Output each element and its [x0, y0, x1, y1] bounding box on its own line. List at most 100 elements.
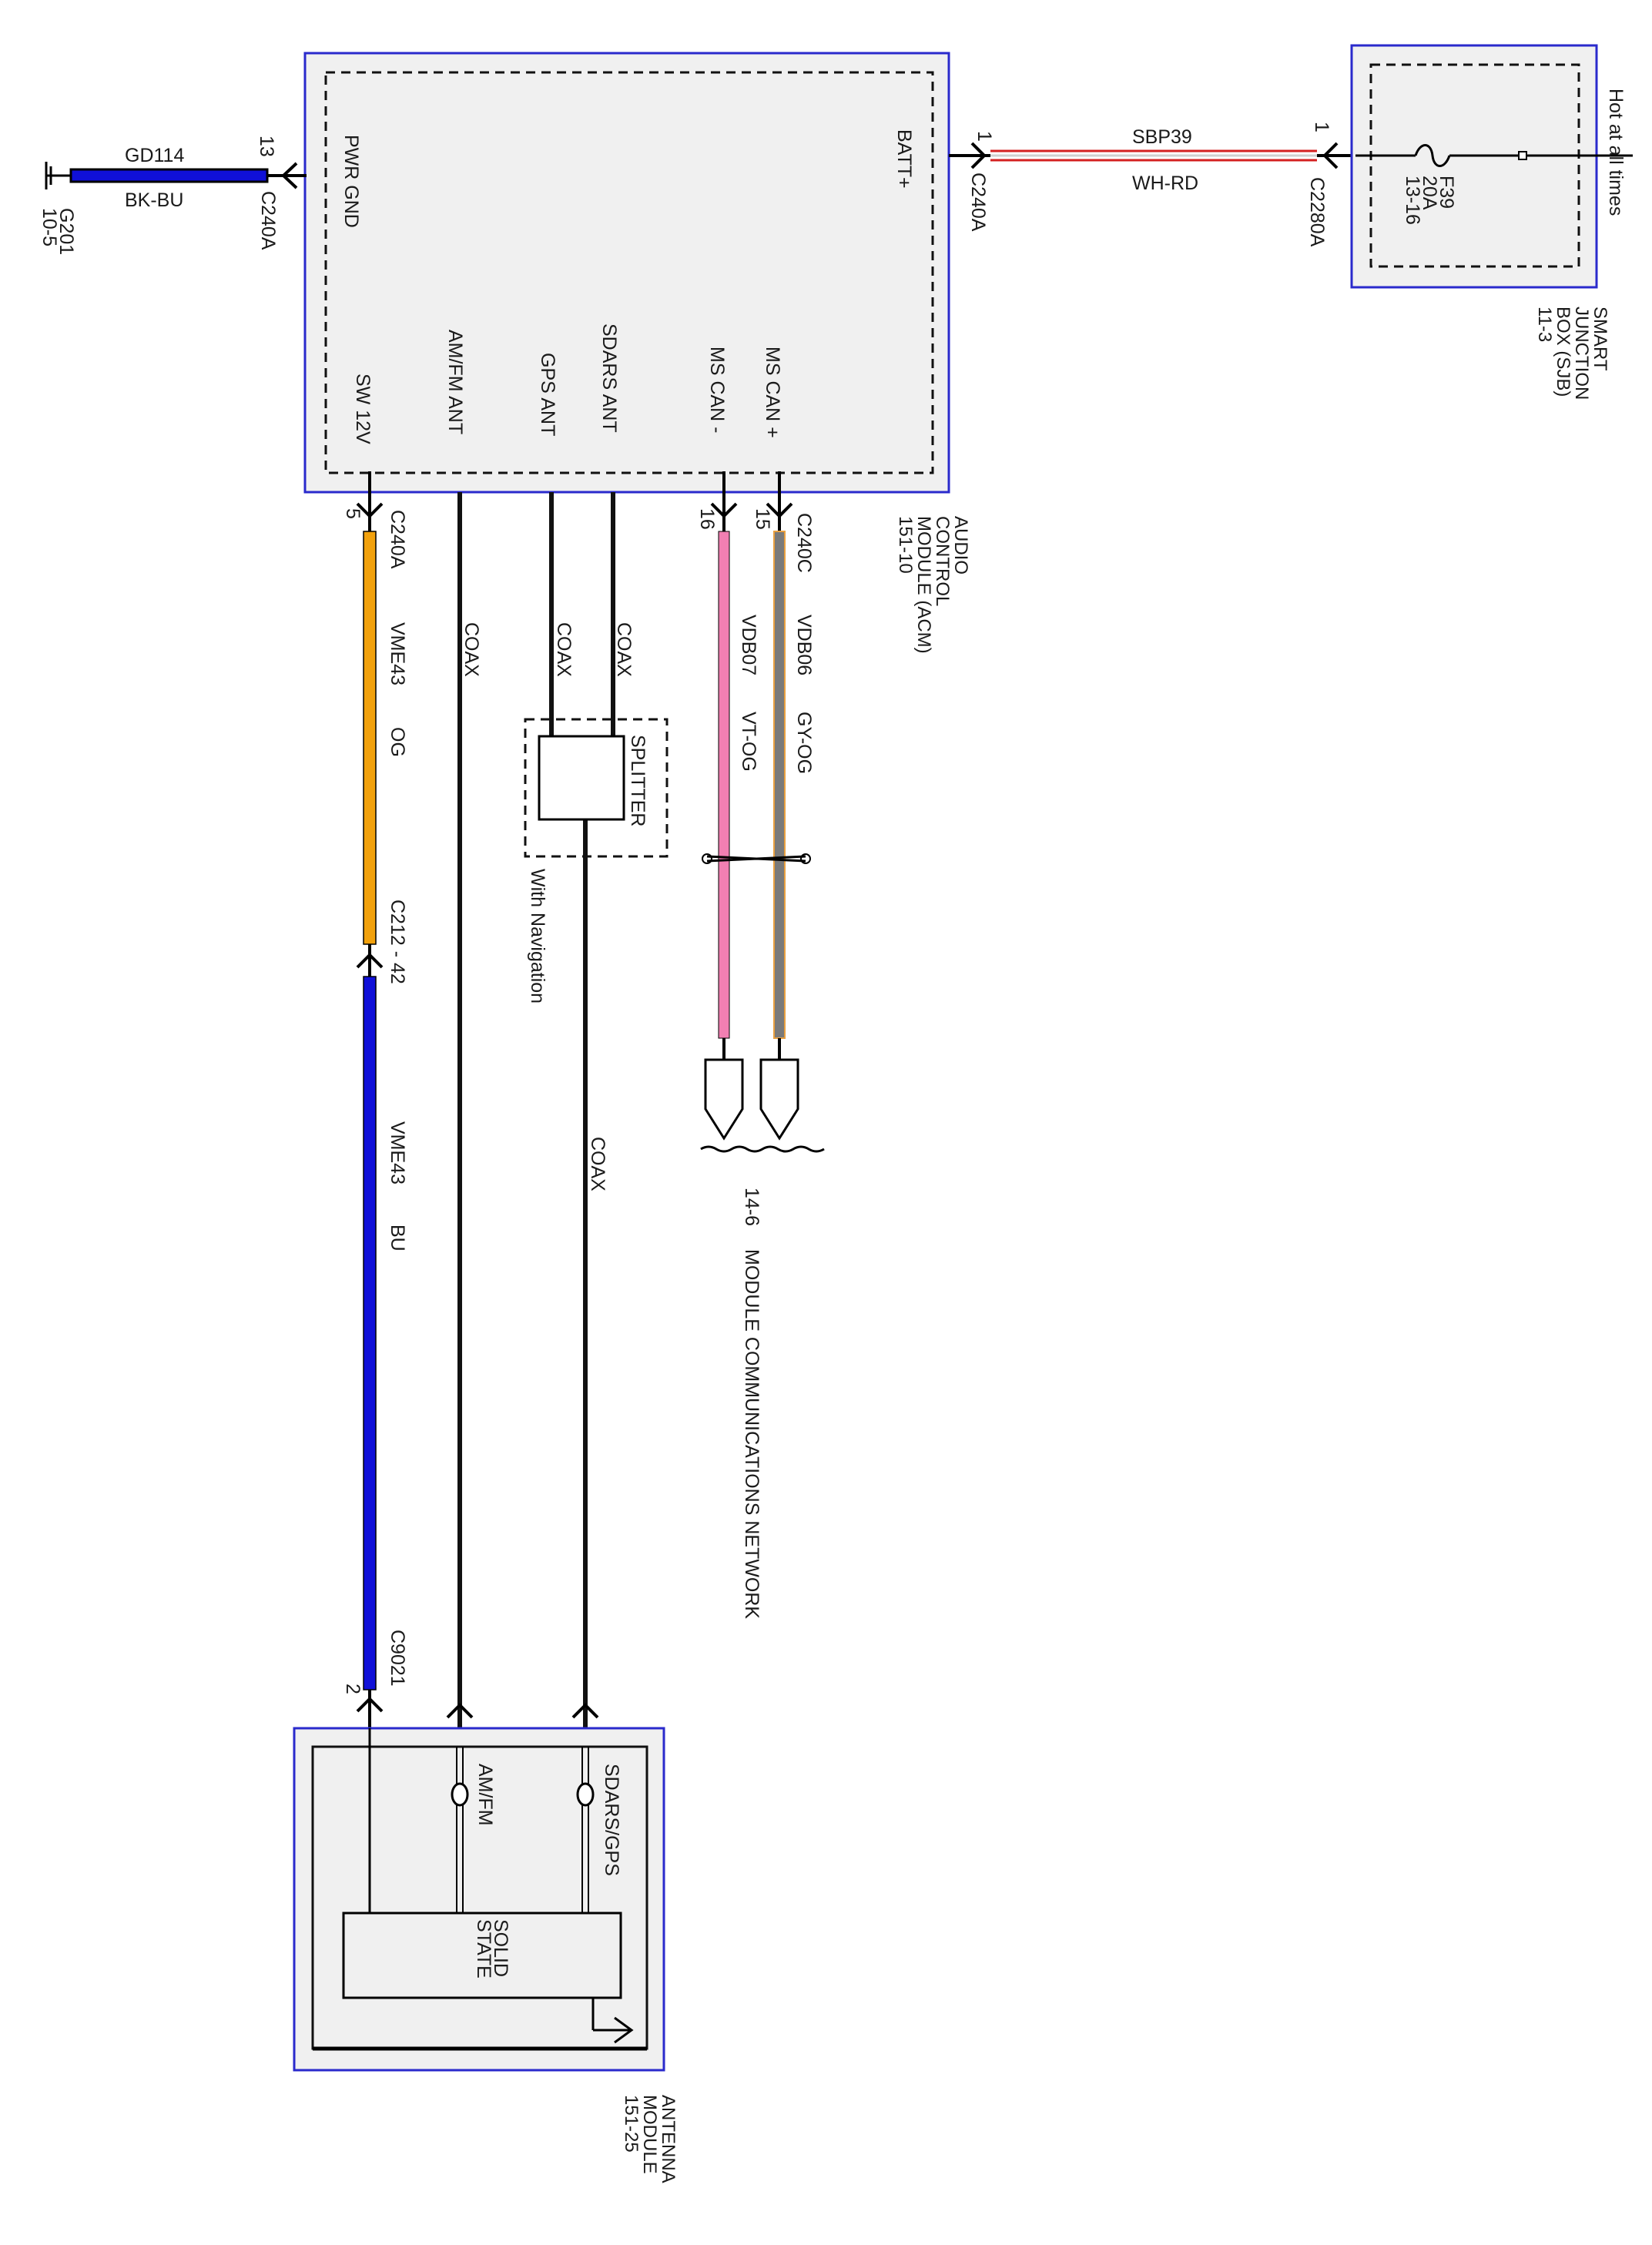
svg-text:MODULE (ACM): MODULE (ACM) — [913, 516, 934, 654]
svg-text:SMART: SMART — [1590, 307, 1610, 371]
svg-text:AUDIO: AUDIO — [950, 516, 971, 575]
batt-connector-acm-label: C240A — [967, 173, 989, 232]
sw12v-circuit-label: VME43 — [387, 622, 408, 685]
with-navigation-label: With Navigation — [527, 869, 548, 1004]
ground-color-label: BK-BU — [125, 189, 183, 211]
pin-batt-label: BATT+ — [893, 129, 915, 189]
sjb-outline — [1350, 44, 1598, 289]
can-minus-circuit-label: VDB07 — [738, 615, 759, 675]
antenna-name-label: ANTENNA MODULE 151-25 — [621, 2095, 679, 2183]
amfm-coax-connector-icon — [451, 1782, 469, 1807]
coax-sdars-arrow — [571, 1703, 599, 1719]
coax-circuits: SPLITTER With Navigation COAX COAX COAX … — [446, 492, 669, 1728]
batt-connector-sjb-label: C2280A — [1306, 177, 1328, 247]
batt-arrow-acm — [970, 142, 987, 169]
sw12v-color-label: OG — [387, 727, 408, 757]
antenna-connector-label: C9021 — [387, 1630, 408, 1687]
audio-control-module: AUDIO CONTROL MODULE (ACM) 151-10 PWR GN… — [303, 52, 971, 654]
sw12v-connector-label: C240A — [387, 510, 408, 569]
ground-connector-label: C240A — [257, 191, 279, 250]
sw12v-color2-label: BU — [387, 1225, 408, 1252]
can-plus-circuit-label: VDB06 — [793, 615, 815, 675]
wire-vme43-bu — [363, 976, 377, 1690]
coax-gps-label: COAX — [553, 622, 575, 677]
fuse-icon — [1414, 144, 1451, 167]
coax-amfm-arrow — [446, 1703, 474, 1719]
ground-wire-bk-bu — [69, 168, 269, 183]
batt-pin-acm-label: 1 — [973, 131, 995, 142]
svg-text:11-3: 11-3 — [1534, 307, 1555, 342]
can-circuits: 16 15 C240C VDB07 VT-OG VDB06 GY-OG 14-6… — [696, 471, 825, 1619]
fuse-ref-label: 13-16 — [1402, 176, 1423, 225]
ground-arrow — [281, 162, 298, 189]
can-plus-terminator — [759, 1058, 799, 1141]
inline-connector-arrow — [356, 953, 384, 969]
solid-state-label-1: SOLID — [490, 1919, 511, 1977]
acm-name-label: AUDIO CONTROL MODULE (ACM) 151-10 — [895, 516, 971, 654]
sjb-name-label: SMART JUNCTION BOX (SJB) 11-3 — [1534, 307, 1610, 400]
svg-text:BOX (SJB): BOX (SJB) — [1553, 307, 1573, 397]
pin-amfm-ant-label: AM/FM ANT — [444, 330, 466, 434]
splitter-label: SPLITTER — [627, 735, 648, 826]
ground-ref-label: 10-5 — [39, 208, 60, 246]
fuse-id-label: F39 — [1436, 176, 1457, 209]
can-twist-symbol — [706, 855, 806, 863]
fuse-node — [1518, 151, 1527, 160]
sw12v-arrow-acm — [356, 502, 384, 518]
sw12v-arrow-antenna — [356, 1697, 384, 1713]
svg-text:ANTENNA: ANTENNA — [658, 2095, 679, 2183]
sjb-inner-dashed — [1369, 63, 1580, 268]
pin-gps-ant-label: GPS ANT — [537, 353, 558, 436]
ground-pin-label: 13 — [256, 136, 277, 157]
ground-circuit-label: GD114 — [125, 145, 184, 166]
coax-output-label: COAX — [587, 1137, 608, 1191]
pin-pwr-gnd-label: PWR GND — [340, 135, 362, 228]
sw12v-circuit: 5 C240A VME43 OG C212 - 42 VME43 BU C902… — [342, 471, 408, 1748]
sw12v-circuit2-label: VME43 — [387, 1121, 408, 1184]
batt-circuit-label: SBP39 — [1132, 126, 1192, 148]
can-plus-color-label: GY-OG — [793, 712, 815, 774]
ground-id-label: G201 — [55, 208, 77, 255]
can-plus-pin-label: 15 — [752, 508, 773, 530]
acm-inner-dashed — [324, 71, 934, 474]
svg-text:151-10: 151-10 — [895, 516, 916, 574]
batt-feed-circuit: 1 C240A SBP39 WH-RD 1 C2280A — [949, 122, 1355, 247]
antenna-pin-label: 2 — [342, 1684, 364, 1694]
can-minus-color-label: VT-OG — [738, 712, 759, 772]
pin-ms-can-plus-label: MS CAN + — [762, 347, 783, 438]
svg-text:CONTROL: CONTROL — [932, 516, 953, 606]
batt-pin-sjb-label: 1 — [1311, 122, 1332, 132]
coax-sdars-label: COAX — [613, 622, 635, 677]
hot-at-all-times-label: Hot at all times — [1605, 89, 1627, 216]
svg-text:JUNCTION: JUNCTION — [1571, 307, 1592, 400]
batt-color-label: WH-RD — [1132, 173, 1198, 194]
solid-state-block — [342, 1912, 622, 1999]
splitter-block — [538, 735, 625, 821]
can-minus-pin-label: 16 — [696, 508, 718, 530]
sw12v-pin-label: 5 — [342, 508, 364, 519]
pin-sw12v-label: SW 12V — [352, 374, 374, 444]
antenna-symbol-icon — [593, 2016, 634, 2044]
svg-text:MODULE: MODULE — [639, 2095, 660, 2174]
smart-junction-box: F39 20A 13-16 Hot at all times SMART JUN… — [1350, 44, 1633, 400]
pin-sdars-ant-label: SDARS ANT — [598, 323, 620, 433]
can-connector-label: C240C — [793, 513, 815, 573]
network-ref-label: 14-6 — [741, 1188, 762, 1226]
ground-circuit: GD114 BK-BU 13 C240A G201 10-5 — [39, 136, 307, 255]
batt-arrow-sjb — [1322, 142, 1339, 169]
can-plus-arrow — [766, 502, 793, 518]
wire-vdb06-gy-og — [773, 531, 786, 1039]
acm-outline — [303, 52, 950, 494]
svg-text:151-25: 151-25 — [621, 2095, 642, 2153]
sdars-coax-connector-icon — [576, 1782, 595, 1807]
inline-connector-label: C212 - 42 — [387, 900, 408, 984]
amfm-pin-label: AM/FM — [474, 1764, 496, 1826]
wire-vdb07-vt-og — [718, 531, 730, 1039]
fuse-rating-label: 20A — [1419, 176, 1440, 210]
can-minus-arrow — [710, 502, 738, 518]
sdars-gps-pin-label: SDARS/GPS — [601, 1764, 622, 1876]
solid-state-label-2: STATE — [473, 1919, 494, 1979]
network-name-label: MODULE COMMUNICATIONS NETWORK — [741, 1249, 762, 1619]
antenna-module: AM/FM SDARS/GPS SOLID STATE ANTENNA MODU… — [293, 1727, 679, 2183]
